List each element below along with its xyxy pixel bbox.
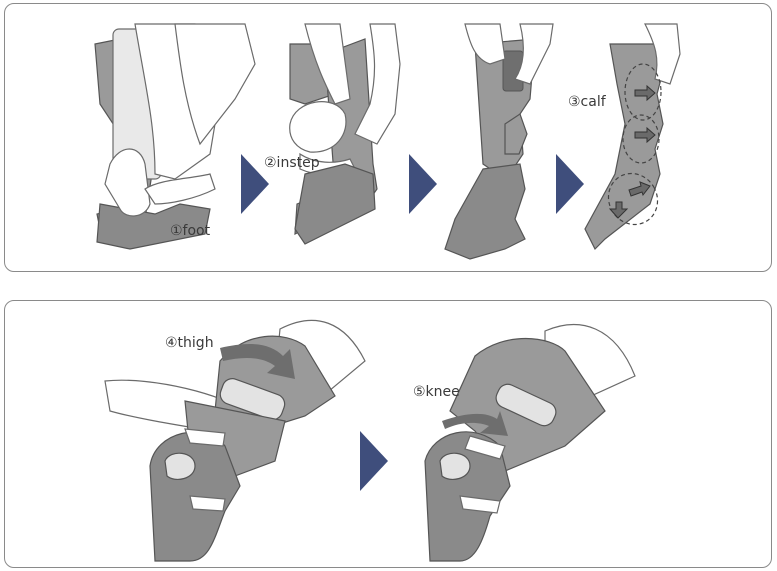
step-label-instep: ②instep	[264, 155, 320, 171]
figure-calf-wrap-step	[445, 24, 553, 259]
step-label-knee: ⑤knee	[413, 384, 460, 400]
steps-panel-foot-to-calf: ①foot ②instep	[4, 3, 772, 272]
next-step-arrow-4	[360, 431, 388, 491]
figure-instep-step	[290, 24, 400, 244]
steps-panel-thigh-to-knee: ④thigh ⑤knee	[4, 300, 772, 568]
top-illustration: ①foot ②instep	[5, 4, 772, 272]
step-label-foot: ①foot	[170, 223, 211, 239]
next-step-arrow-3	[556, 154, 584, 214]
step-label-calf: ③calf	[568, 94, 607, 110]
figure-foot-step	[95, 24, 255, 249]
step-label-thigh: ④thigh	[165, 335, 214, 351]
bottom-illustration: ④thigh ⑤knee	[5, 301, 772, 568]
next-step-arrow-2	[409, 154, 437, 214]
figure-knee-step	[425, 325, 635, 561]
figure-calf-zones-step	[585, 24, 680, 249]
